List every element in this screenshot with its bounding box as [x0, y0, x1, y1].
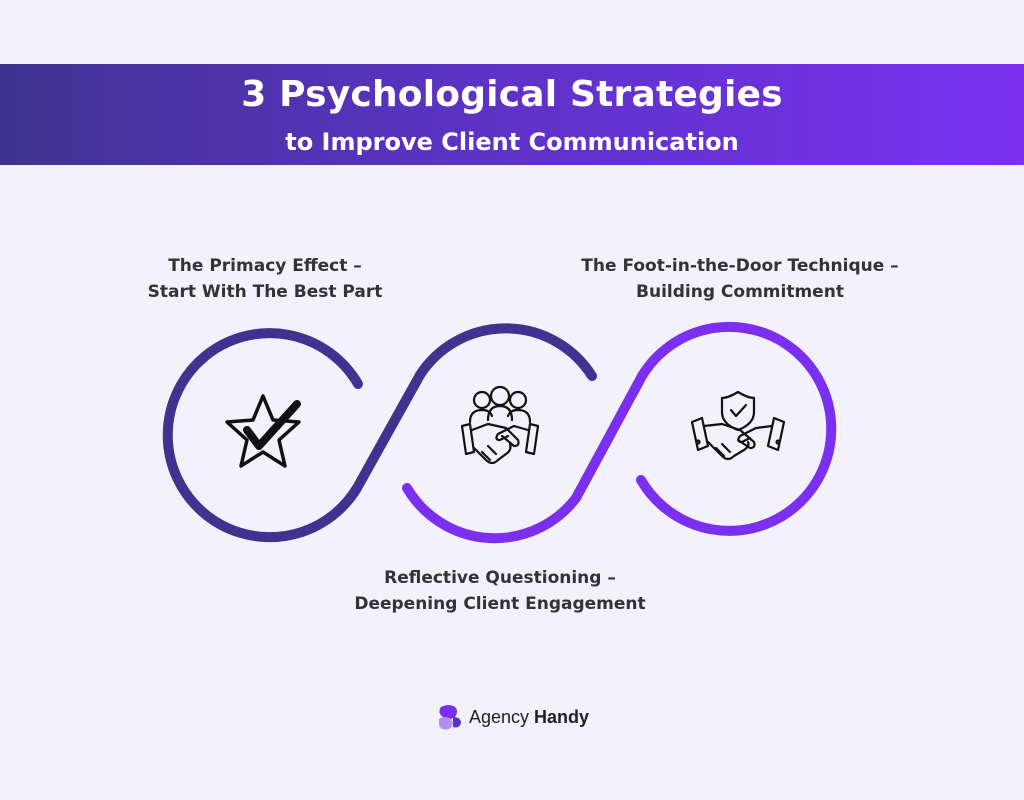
shield-handshake-icon: [690, 390, 786, 461]
header-banner: 3 Psychological Strategies to Improve Cl…: [0, 64, 1024, 165]
step-label-reflective-questioning: Reflective Questioning – Deepening Clien…: [330, 565, 670, 617]
connector-right: [571, 371, 647, 503]
middle-bottom-arc: [402, 483, 581, 544]
right-loop-arc: [636, 321, 837, 536]
middle-top-arc: [415, 323, 597, 381]
step-label-line: The Primacy Effect –: [168, 256, 362, 276]
page-subtitle: to Improve Client Communication: [285, 128, 739, 156]
brand-name-regular: Agency: [468, 706, 529, 727]
team-handshake-icon: [460, 385, 540, 465]
step-label-line: The Foot-in-the-Door Technique –: [581, 256, 899, 276]
page-title: 3 Psychological Strategies: [241, 74, 783, 115]
brand-name-bold: Handy: [534, 706, 590, 727]
left-loop-arc: [162, 328, 363, 543]
star-check-icon: [225, 394, 301, 468]
connector-left: [352, 370, 425, 493]
step-label-line: Deepening Client Engagement: [354, 594, 646, 614]
step-label-primacy-effect: The Primacy Effect – Start With The Best…: [120, 253, 410, 305]
brand-footer: Agency Handy: [0, 703, 1024, 731]
step-label-line: Reflective Questioning –: [384, 568, 616, 588]
step-label-foot-in-door: The Foot-in-the-Door Technique – Buildin…: [560, 253, 920, 305]
brand-name: Agency Handy: [469, 707, 589, 728]
agency-handy-logo-icon: [438, 705, 461, 730]
step-label-line: Start With The Best Part: [147, 282, 383, 302]
step-label-line: Building Commitment: [636, 282, 844, 302]
